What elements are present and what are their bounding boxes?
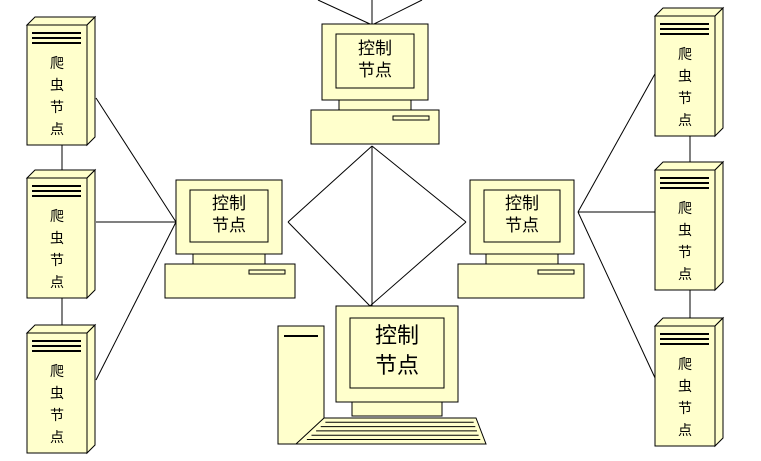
crawler-node-left-3 [25,323,97,455]
crawler-node-right-2-label: 爬虫节点 [678,201,692,283]
crawler-node-left-1-label: 爬虫节点 [50,56,64,138]
crawler-node-left-3-label: 爬虫节点 [50,364,64,446]
crawler-node-left-1 [25,15,97,147]
crawler-node-right-2 [653,160,725,292]
link-right-crawler-1 [577,71,657,213]
link-top-offpage-right [373,0,423,25]
control-node-left [164,179,296,299]
link-left-bottom [287,221,371,307]
crawler-node-left-2-label: 爬虫节点 [50,209,64,291]
control-node-top-label: 控制节点 [358,39,392,81]
crawler-node-right-3-label: 爬虫节点 [678,357,692,439]
link-left-crawler-1 [95,97,177,223]
control-node-top [310,23,440,145]
link-right-crawler-3 [577,211,657,381]
crawler-node-left-2 [25,168,97,300]
link-top-right [371,145,467,223]
control-node-bottom [277,305,487,445]
crawler-node-right-1 [653,6,725,138]
link-top-left [287,145,373,223]
link-right-bottom [369,221,467,307]
control-node-right [457,179,585,299]
control-node-bottom-label: 控制节点 [374,324,419,379]
link-top-offpage-left [317,0,371,25]
crawler-node-right-3 [653,316,725,448]
control-node-right-label: 控制节点 [505,194,539,236]
control-node-left-label: 控制节点 [212,194,246,236]
link-left-crawler-3 [95,221,177,381]
crawler-node-right-1-label: 爬虫节点 [678,47,692,129]
